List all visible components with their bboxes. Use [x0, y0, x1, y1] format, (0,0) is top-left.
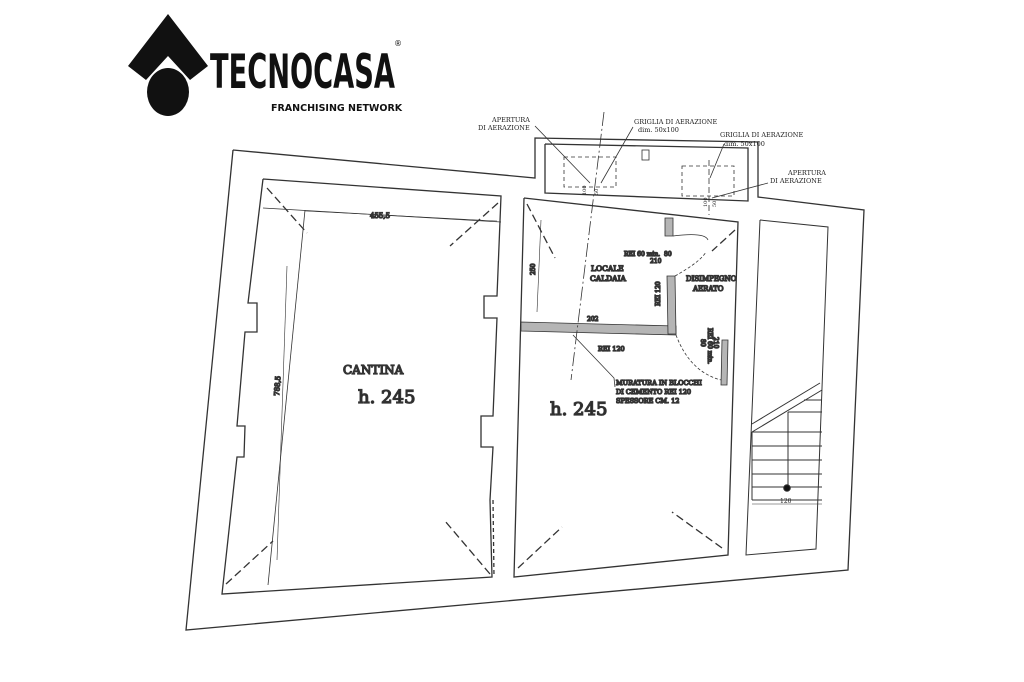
outer-wall — [185, 137, 865, 631]
cantina-dim-line-left — [276, 265, 288, 561]
locale-caldaia-1: LOCALE — [591, 264, 624, 273]
apertura-left-leader — [534, 125, 591, 184]
dim-455: 455,5 — [370, 212, 390, 220]
building-outline — [185, 137, 865, 631]
rei120-partition-horizontal — [520, 321, 677, 336]
diag-6 — [517, 526, 563, 569]
dim-50-l: 50 — [594, 189, 600, 195]
door-swing-mid — [674, 251, 707, 277]
diag-7 — [671, 511, 723, 549]
apertura-right-2: DI AERAZIONE — [770, 177, 822, 185]
diag-1 — [266, 187, 308, 234]
registered-mark: ® — [394, 39, 402, 48]
dim-250-line — [536, 219, 542, 313]
rei120-h: REI 120 — [598, 345, 625, 353]
stair-arrow-dot-icon — [783, 484, 791, 492]
rei60-v: REI 60 min. — [706, 328, 713, 364]
vent-box: 100 50 100 50 — [534, 125, 769, 215]
cantina-inner-wall — [221, 178, 502, 595]
diag-2 — [449, 202, 499, 247]
dim-120: 120 — [780, 498, 792, 505]
dim-100-l: 100 — [582, 185, 588, 195]
griglia-left-1: GRIGLIA DI AERAZIONE — [634, 118, 717, 126]
centre-axis — [570, 111, 605, 381]
cantina-recess-left — [267, 209, 306, 586]
rei120-v: REI 120 — [655, 281, 662, 306]
diag-5 — [526, 203, 556, 259]
logo-ball-icon — [147, 68, 189, 116]
muratura-leader — [572, 334, 616, 388]
dim-788: 788,5 — [273, 376, 282, 397]
dim-250: 250 — [530, 263, 537, 275]
griglia-right-leader — [709, 143, 725, 179]
brand-name: TECNOCASA — [210, 45, 395, 100]
dim-210-a: 210 — [650, 258, 662, 265]
vent-small-block — [641, 149, 650, 161]
disimpegno-2: AERATO — [692, 285, 724, 293]
griglia-right-2: dim. 50x100 — [724, 140, 765, 148]
staircase: 120 — [745, 219, 829, 556]
disimpegno-1: DISIMPEGNO — [686, 275, 737, 283]
stair-diagonal-rail-2 — [751, 382, 821, 425]
rei60-partition-right — [720, 339, 729, 386]
cantina-dim-line-top — [304, 210, 498, 222]
muratura-3: SPESSORE CM. 12 — [616, 397, 679, 405]
dim-80-b: 80 — [699, 339, 706, 347]
dim-202: 202 — [587, 316, 599, 323]
stair-well-wall — [745, 219, 829, 556]
vent-annotations: APERTURA DI AERAZIONE GRIGLIA DI AERAZIO… — [478, 116, 826, 185]
apertura-right-leader — [711, 182, 769, 199]
vent-grill-left — [563, 156, 617, 188]
right-room-height: h. 245 — [550, 399, 607, 420]
griglia-left-2: dim. 50x100 — [638, 126, 679, 134]
griglia-right-1: GRIGLIA DI AERAZIONE — [720, 131, 803, 139]
door-swing-top — [672, 234, 709, 241]
vent-box-inner — [544, 143, 749, 202]
rei60-h: REI 60 min. — [624, 251, 660, 258]
tecnocasa-logo: TECNOCASA ® FRANCHISING NETWORK — [128, 14, 403, 116]
cantina-right-edge — [492, 499, 495, 578]
muratura-1: MURATURA IN BLOCCHI — [616, 379, 702, 387]
dim-80-a: 80 — [664, 251, 672, 258]
vent-grill-right — [681, 165, 735, 197]
rei60-partition-top — [664, 217, 674, 237]
brand-tagline: FRANCHISING NETWORK — [271, 103, 403, 114]
rei120-partition-vertical — [666, 275, 677, 335]
cantina-height: h. 245 — [358, 387, 415, 408]
right-room: LOCALE CALDAIA DISIMPEGNO AERATO h. 245 … — [513, 111, 739, 578]
griglia-left-leader — [600, 126, 634, 184]
cantina-label: CANTINA — [343, 363, 404, 377]
dim-210-b: 210 — [712, 337, 719, 349]
muratura-2: DI CEMENTO REI 120 — [616, 388, 691, 396]
dim-100-r: 100 — [703, 197, 709, 207]
apertura-right-1: APERTURA — [787, 169, 826, 177]
cantina-room: 455,5 788,5 CANTINA h. 245 — [221, 178, 502, 595]
diag-3 — [225, 540, 274, 585]
apertura-left-2: DI AERAZIONE — [478, 124, 530, 132]
dim-50-r: 50 — [712, 201, 718, 207]
diag-4 — [444, 520, 491, 575]
door-swing-bottom — [675, 334, 722, 381]
stair-diagonal-rail — [751, 389, 823, 433]
right-room-wall — [513, 197, 739, 578]
apertura-left-1: APERTURA — [491, 116, 530, 124]
logo-roof-icon — [128, 14, 208, 80]
diag-8 — [711, 229, 736, 252]
locale-caldaia-2: CALDAIA — [590, 274, 627, 283]
